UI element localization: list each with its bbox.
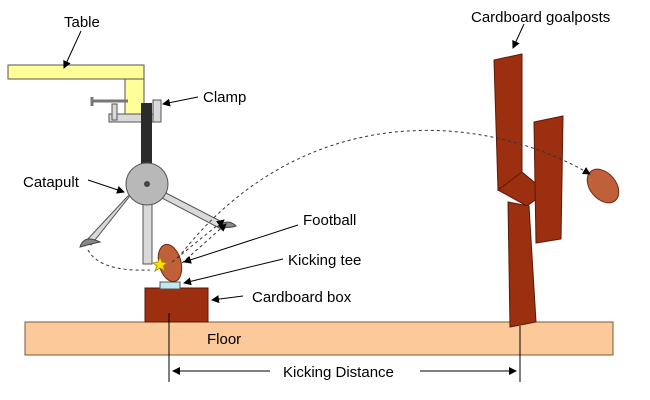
swing-arrow-outer xyxy=(171,219,225,263)
kicking-tee xyxy=(159,281,181,290)
label-catapult: Catapult xyxy=(23,174,80,191)
label-cardboard-box: Cardboard box xyxy=(252,289,352,306)
swing-arrow-inner xyxy=(181,223,227,264)
football-pointer-arrow xyxy=(183,224,299,264)
label-kicking-distance: Kicking Distance xyxy=(283,364,394,381)
catapult-pointer-arrow xyxy=(87,179,125,194)
football-in-flight xyxy=(586,168,620,204)
label-goalposts: Cardboard goalposts xyxy=(471,9,610,26)
cardboard-box xyxy=(144,287,209,323)
kicking-distance-dimension xyxy=(168,313,521,382)
label-table: Table xyxy=(64,14,100,31)
label-floor: Floor xyxy=(207,331,241,348)
catapult-swing-path xyxy=(87,249,151,271)
cardboard-goalposts xyxy=(493,53,564,328)
floor xyxy=(24,321,614,356)
label-kicking-tee: Kicking tee xyxy=(288,252,361,269)
label-football: Football xyxy=(303,212,356,229)
goalposts-pointer-arrow xyxy=(512,23,525,49)
label-clamp: Clamp xyxy=(203,89,246,106)
table-pointer-arrow xyxy=(63,30,82,69)
box-pointer-arrow xyxy=(211,295,244,304)
catapult-cup-left xyxy=(79,238,102,248)
impact-spark-icon xyxy=(152,255,168,272)
clamp xyxy=(90,97,162,123)
catapult xyxy=(79,103,237,265)
table xyxy=(7,64,145,116)
clamp-pointer-arrow xyxy=(162,96,199,107)
tee-pointer-arrow xyxy=(183,258,284,286)
